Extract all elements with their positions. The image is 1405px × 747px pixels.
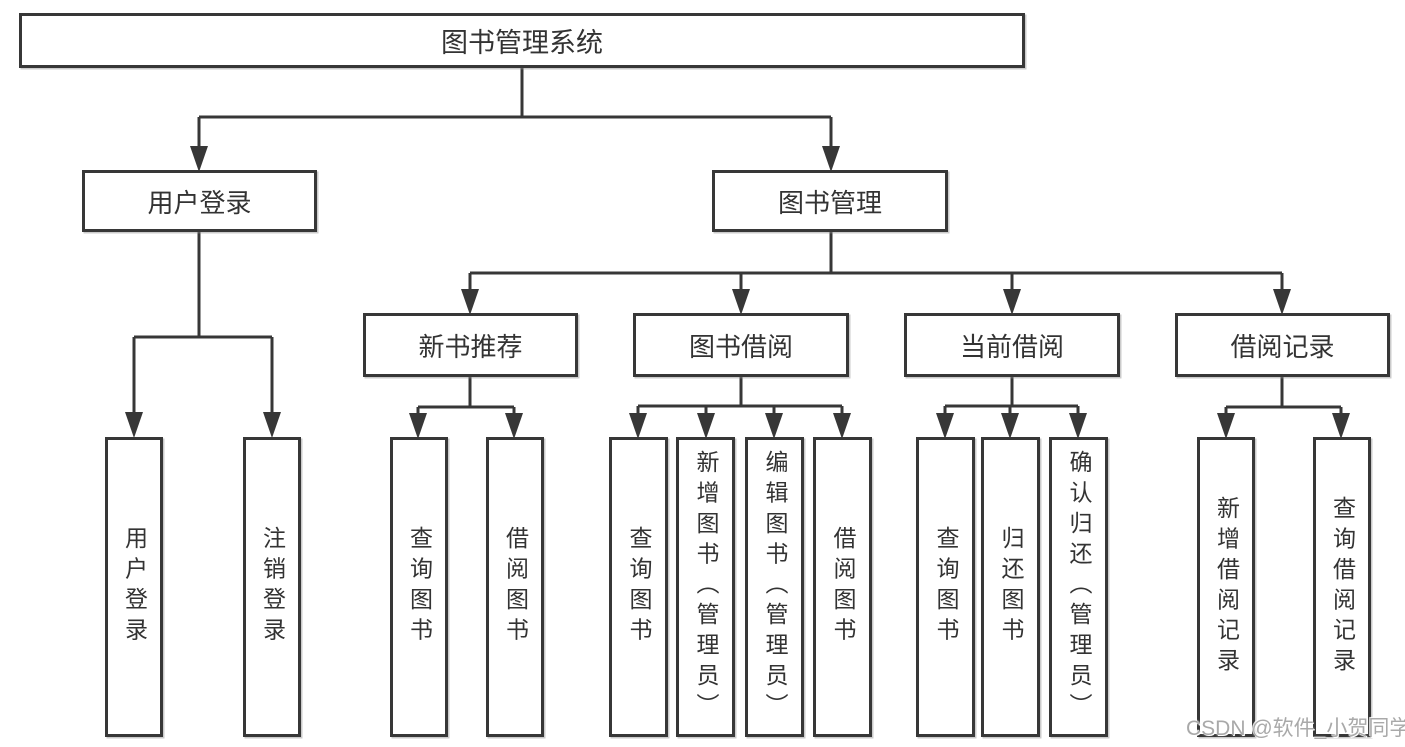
node-label: 新增图书（管理员） xyxy=(693,450,719,724)
node-label: 图书管理系统 xyxy=(441,28,603,58)
node-new-book-recommend: 新书推荐 xyxy=(363,313,578,377)
csdn-watermark: CSDN @软件_小贺同学 xyxy=(1186,717,1405,740)
node-label: 新增借阅记录 xyxy=(1213,495,1240,679)
node-label: 借阅记录 xyxy=(1230,331,1335,362)
node-label: 借阅图书 xyxy=(830,526,856,648)
node-current-borrow: 当前借阅 xyxy=(904,313,1120,377)
node-borrow-records: 借阅记录 xyxy=(1175,313,1390,377)
node-label: 编辑图书（管理员） xyxy=(762,450,788,724)
node-leaf-search-books-recommend: 查询图书 xyxy=(390,437,448,737)
node-leaf-logout: 注销登录 xyxy=(243,437,301,737)
node-book-management: 图书管理 xyxy=(712,170,948,232)
node-leaf-search-books-current: 查询图书 xyxy=(916,437,975,737)
node-library-management-system: 图书管理系统 xyxy=(19,13,1025,68)
node-leaf-edit-books-admin: 编辑图书（管理员） xyxy=(745,437,804,737)
node-user-login: 用户登录 xyxy=(82,170,317,232)
node-leaf-add-borrow-record: 新增借阅记录 xyxy=(1197,437,1255,737)
node-leaf-user-login: 用户登录 xyxy=(105,437,163,737)
node-label: 当前借阅 xyxy=(959,331,1064,362)
node-label: 用户登录 xyxy=(147,187,252,218)
node-label: 确认归还（管理员） xyxy=(1066,450,1092,724)
node-label: 借阅图书 xyxy=(502,526,529,648)
node-label: 查询图书 xyxy=(626,526,652,648)
node-leaf-borrow-books: 借阅图书 xyxy=(813,437,872,737)
node-leaf-confirm-return-admin: 确认归还（管理员） xyxy=(1049,437,1108,737)
node-label: 新书推荐 xyxy=(418,331,523,362)
node-leaf-borrow-books-recommend: 借阅图书 xyxy=(486,437,544,737)
node-leaf-search-borrow-record: 查询借阅记录 xyxy=(1313,437,1371,737)
node-leaf-search-books-borrow: 查询图书 xyxy=(609,437,668,737)
node-label: 用户登录 xyxy=(121,526,148,648)
node-label: 图书管理 xyxy=(777,187,882,218)
node-label: 归还图书 xyxy=(998,526,1024,648)
node-label: 查询图书 xyxy=(406,526,433,648)
node-label: 图书借阅 xyxy=(688,331,793,362)
node-label: 查询图书 xyxy=(933,526,959,648)
node-label: 查询借阅记录 xyxy=(1329,495,1356,679)
node-label: 注销登录 xyxy=(259,526,286,648)
node-leaf-add-books-admin: 新增图书（管理员） xyxy=(676,437,735,737)
node-book-borrow: 图书借阅 xyxy=(633,313,849,377)
node-leaf-return-books: 归还图书 xyxy=(981,437,1040,737)
